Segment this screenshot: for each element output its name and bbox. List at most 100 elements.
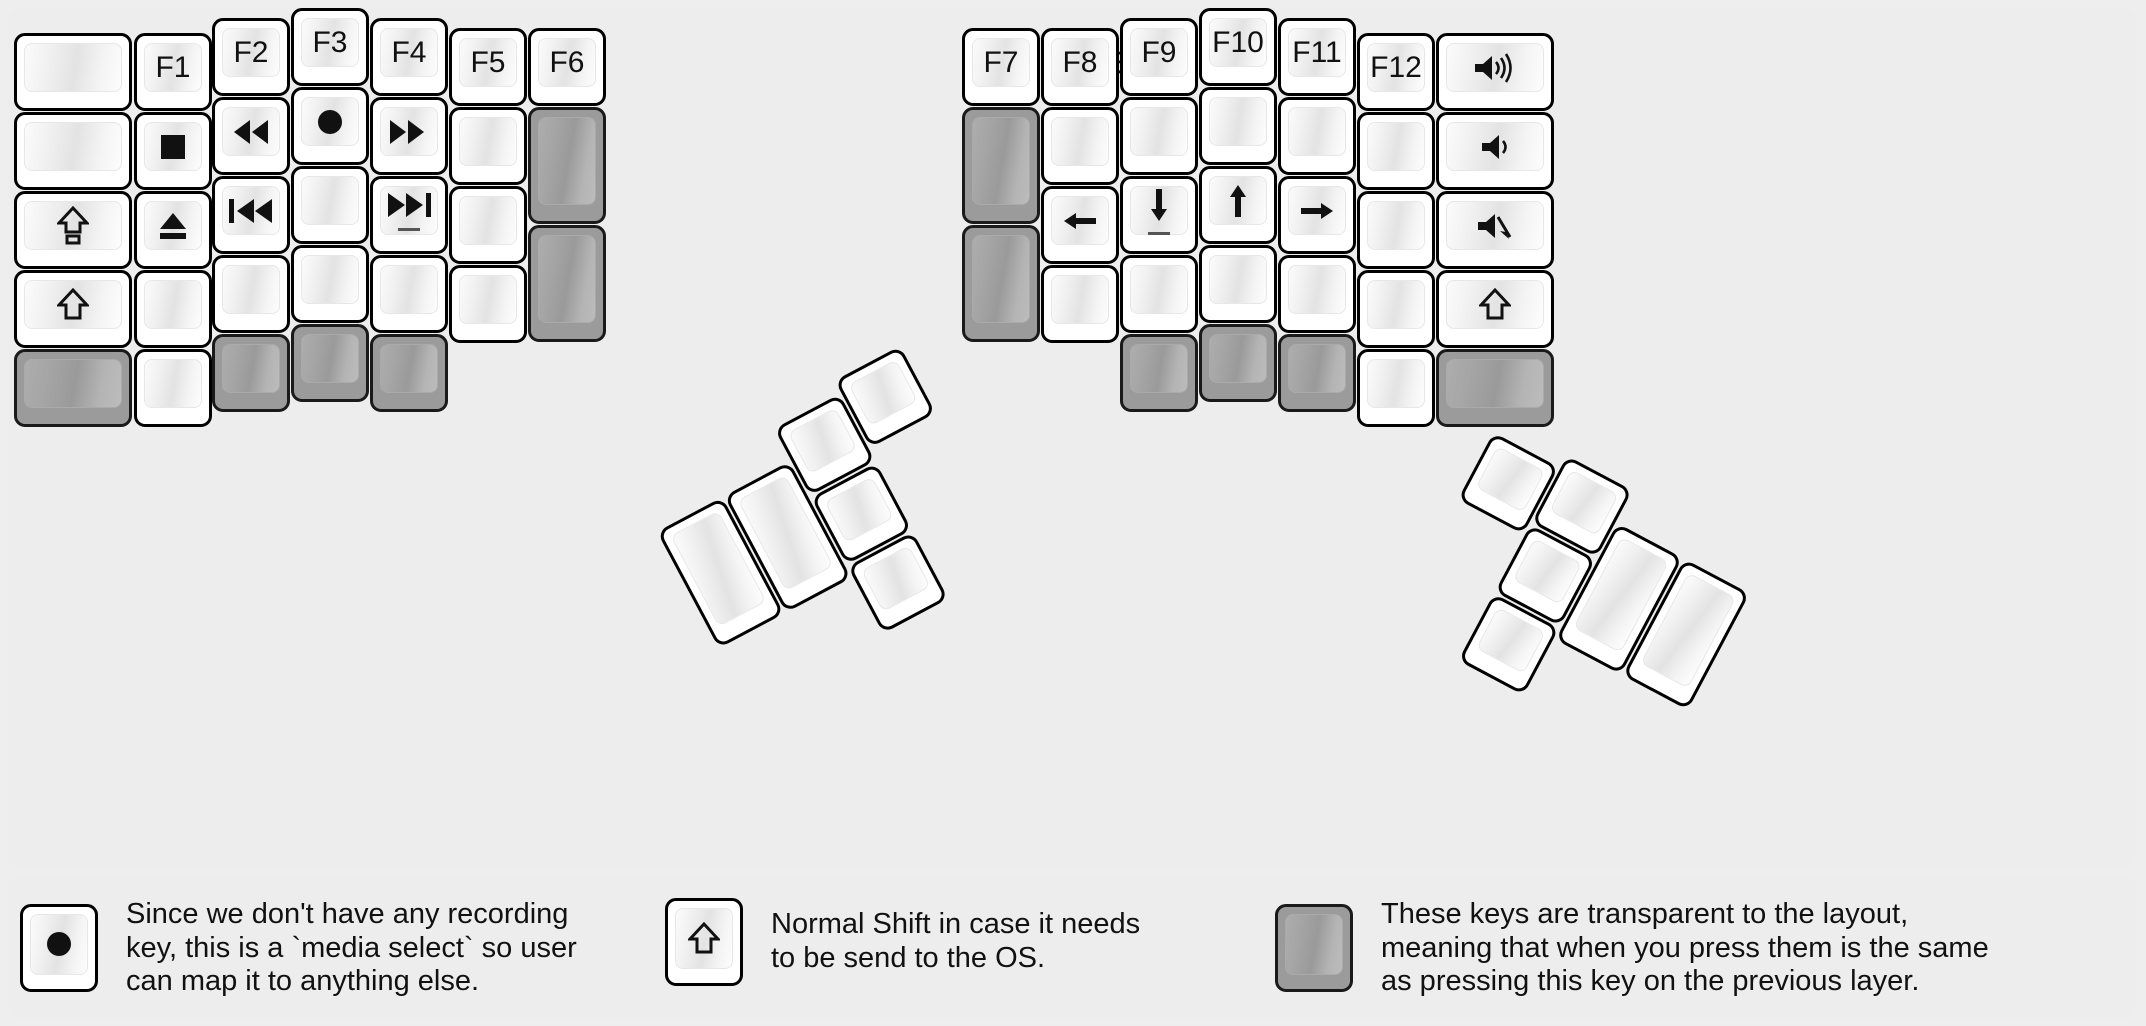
right-half-col-pinky-outer-key-volume-mute[interactable]: [1436, 191, 1554, 269]
left-half-col-pinky-key-blank-r3[interactable]: [134, 270, 212, 348]
key-cap-surface: [1367, 201, 1425, 250]
right-half-col-inner-key-transparent-tall-2[interactable]: [962, 225, 1040, 342]
left-half-col-middle-key-media-play-pause[interactable]: [291, 166, 369, 244]
right-half-col-ring-key-transparent-r4[interactable]: [1278, 334, 1356, 412]
right-half-col-inner-key-f7[interactable]: F7: [962, 28, 1040, 106]
left-half-col-ring-key-media-prev-track[interactable]: [212, 176, 290, 254]
left-half-col-index-key-f4[interactable]: F4: [370, 18, 448, 96]
right-half-col-middle-key-f10[interactable]: F10: [1199, 8, 1277, 86]
left-half-col-index-key-media-next-track[interactable]: [370, 176, 448, 254]
caps-lock-icon: [57, 205, 89, 246]
key-cap-surface: [144, 359, 202, 408]
left-half-col-inner-key-f6[interactable]: F6: [528, 28, 606, 106]
left-half-col-middle-key-f3[interactable]: F3: [291, 8, 369, 86]
key-cap-surface: [222, 265, 280, 314]
right-half-col-ring-key-blank-r1[interactable]: [1278, 97, 1356, 175]
left-half-col-pinky-outer-key-shift[interactable]: [14, 270, 132, 348]
left-half-col-index-inner-key-blank-r2[interactable]: [449, 186, 527, 264]
key-label: [386, 191, 432, 231]
left-half-col-ring-key-f2[interactable]: F2: [212, 18, 290, 96]
key-cap-surface: [848, 359, 919, 427]
legend-normal-shift-description: Normal Shift in case it needs to be send…: [771, 908, 1141, 974]
key-label: F8: [1062, 45, 1098, 79]
right-half-col-pinky-outer-key-volume-up[interactable]: [1436, 33, 1554, 111]
key-label: [688, 921, 720, 955]
shift-icon: [1479, 288, 1511, 321]
right-half-col-pinky-outer-key-shift[interactable]: [1436, 270, 1554, 348]
left-half-col-middle-key-transparent-r4[interactable]: [291, 324, 369, 402]
right-half-col-pinky-key-blank-r4[interactable]: [1357, 349, 1435, 427]
right-half-col-middle-key-arrow-up[interactable]: [1199, 166, 1277, 244]
right-half-col-middle-key-blank-r1[interactable]: [1199, 87, 1277, 165]
left-half-col-inner-key-transparent-tall-1[interactable]: [528, 107, 606, 224]
key-cap-surface: [1209, 18, 1267, 67]
right-half-col-index-key-blank-r3[interactable]: [1120, 255, 1198, 333]
right-half-col-pinky-key-blank-r2[interactable]: [1357, 191, 1435, 269]
key-cap-surface: [459, 117, 517, 166]
right-half-col-pinky-outer-key-transparent-r4[interactable]: [1436, 349, 1554, 427]
left-half-col-index-key-transparent-r4[interactable]: [370, 334, 448, 412]
key-cap-surface: [459, 196, 517, 245]
left-half-col-pinky-key-media-stop[interactable]: [134, 112, 212, 190]
key-cap-surface: [1051, 275, 1109, 324]
key-label: [228, 197, 274, 225]
right-half-col-middle-key-blank-r3[interactable]: [1199, 245, 1277, 323]
left-half-col-middle-key-media-record[interactable]: [291, 87, 369, 165]
right-half-col-index-inner-key-blank-r1[interactable]: [1041, 107, 1119, 185]
left-half-col-middle-key-blank-r3[interactable]: [291, 245, 369, 323]
left-half-col-pinky-outer-key-blank-r1[interactable]: [14, 112, 132, 190]
left-half-col-index-key-media-fast-forward[interactable]: [370, 97, 448, 175]
key-cap-surface: [380, 344, 438, 393]
left-half-col-pinky-outer-key-transparent-r4[interactable]: [14, 349, 132, 427]
right-half-col-index-key-transparent-r4[interactable]: [1120, 334, 1198, 412]
right-half-col-middle-key-transparent-r4[interactable]: [1199, 324, 1277, 402]
left-half-col-index-inner-key-f5[interactable]: F5: [449, 28, 527, 106]
key-label: [1479, 288, 1511, 321]
right-half-col-index-key-f9[interactable]: F9: [1120, 18, 1198, 96]
key-label: F1: [155, 50, 191, 84]
right-half-col-pinky-key-blank-r3[interactable]: [1357, 270, 1435, 348]
volume-down-icon: [1480, 132, 1510, 162]
right-half-col-pinky-outer-key-volume-down[interactable]: [1436, 112, 1554, 190]
right-half-col-index-inner-key-blank-r3[interactable]: [1041, 265, 1119, 343]
right-half-col-index-inner-key-arrow-left[interactable]: [1041, 186, 1119, 264]
right-half-col-ring-key-f11[interactable]: F11: [1278, 18, 1356, 96]
right-half-col-index-inner-key-f8[interactable]: F8: [1041, 28, 1119, 106]
left-half-col-ring-key-blank-r3[interactable]: [212, 255, 290, 333]
key-cap-surface: [222, 28, 280, 77]
key-cap-surface: [1367, 43, 1425, 92]
left-half-col-pinky-key-media-eject[interactable]: [134, 191, 212, 269]
media-rewind-icon: [230, 118, 272, 146]
left-half-col-ring-key-media-rewind[interactable]: [212, 97, 290, 175]
key-cap-surface: [24, 122, 122, 171]
right-half-col-pinky-key-f12[interactable]: F12: [1357, 33, 1435, 111]
right-half-col-index-key-arrow-down[interactable]: [1120, 176, 1198, 254]
right-half-col-pinky-key-blank-r1[interactable]: [1357, 112, 1435, 190]
left-half-col-pinky-key-blank-r4[interactable]: [134, 349, 212, 427]
key-label: F5: [470, 45, 506, 79]
left-half-col-index-key-blank-r3[interactable]: [370, 255, 448, 333]
arrow-right-icon: [1299, 197, 1335, 225]
key-label: [158, 210, 188, 242]
left-half-col-index-inner-key-blank-r1[interactable]: [449, 107, 527, 185]
left-half-col-pinky-outer-key-blank-r0[interactable]: [14, 33, 132, 111]
key-cap-surface: [24, 43, 122, 92]
left-half-col-pinky-key-f1[interactable]: F1: [134, 33, 212, 111]
key-cap-surface: [538, 117, 596, 205]
key-label: [1224, 183, 1252, 219]
key-cap-surface: [972, 235, 1030, 323]
left-half-col-index-inner-key-blank-r3[interactable]: [449, 265, 527, 343]
left-half-col-inner-key-transparent-tall-2[interactable]: [528, 225, 606, 342]
key-cap-surface: [1051, 117, 1109, 166]
key-cap-surface: [1209, 97, 1267, 146]
right-half-col-ring-key-arrow-right[interactable]: [1278, 176, 1356, 254]
right-half-col-ring-key-blank-r3[interactable]: [1278, 255, 1356, 333]
key-cap-surface: [1209, 255, 1267, 304]
arrow-down-icon: [1145, 187, 1173, 223]
left-half-col-pinky-outer-key-caps-lock[interactable]: [14, 191, 132, 269]
left-half-col-ring-key-transparent-r4[interactable]: [212, 334, 290, 412]
right-half-col-inner-key-transparent-tall-1[interactable]: [962, 107, 1040, 224]
key-label: F9: [1141, 35, 1177, 69]
right-half-col-index-key-blank-r1[interactable]: [1120, 97, 1198, 175]
key-cap-surface: [380, 28, 438, 77]
